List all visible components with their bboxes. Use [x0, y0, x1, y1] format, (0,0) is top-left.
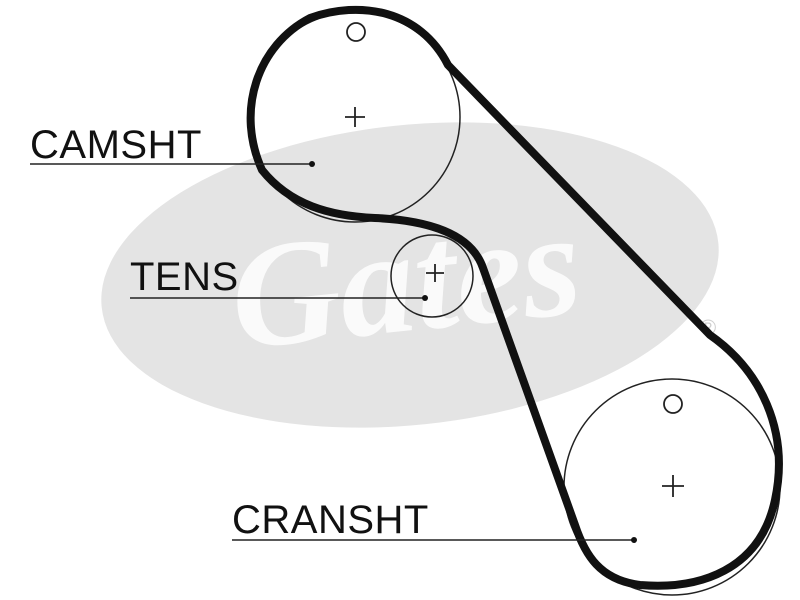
crankshaft-label: CRANSHT — [232, 498, 429, 542]
crankshaft-leader — [232, 537, 637, 543]
camshaft-center-plus-icon — [345, 107, 365, 127]
tensioner-label: TENS — [130, 255, 239, 299]
watermark-oval — [101, 122, 719, 428]
camshaft-leader — [30, 161, 315, 167]
brand-watermark: Gates ® — [101, 122, 719, 428]
crankshaft-center-plus-icon — [662, 475, 684, 497]
watermark-brand-text: Gates — [223, 180, 588, 382]
camshaft-timing-mark-circle-icon — [346, 22, 366, 42]
timing-belt — [246, 5, 783, 590]
tensioner-center-plus-icon — [426, 264, 444, 282]
tensioner-leader — [130, 295, 428, 301]
tensioner-pulley — [390, 234, 474, 318]
crankshaft-timing-mark-circle-icon — [663, 394, 683, 414]
camshaft-label: CAMSHT — [30, 123, 202, 167]
